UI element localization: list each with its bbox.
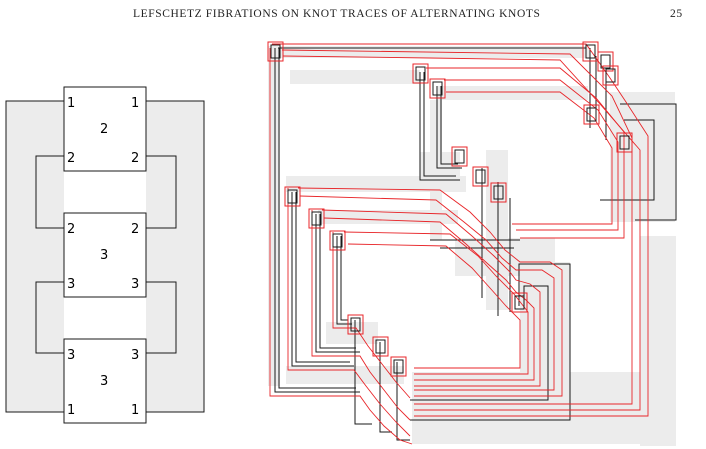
box-2-top-right-label: 2 xyxy=(131,222,139,237)
box-1-bottom-left-label: 2 xyxy=(67,151,75,166)
handle-clasps xyxy=(267,41,633,377)
running-title: LEFSCHETZ FIBRATIONS ON KNOT TRACES OF A… xyxy=(133,8,541,20)
box-1-top-right-label: 1 xyxy=(131,96,139,111)
box-2-bottom-right-label: 3 xyxy=(131,277,139,292)
box-3-bottom-right-label: 1 xyxy=(131,403,139,418)
box-3-bottom-left-label: 1 xyxy=(67,403,75,418)
running-header: LEFSCHETZ FIBRATIONS ON KNOT TRACES OF A… xyxy=(0,8,706,28)
box-1: 1 1 2 2 2 xyxy=(63,86,147,172)
box-3-center-label: 3 xyxy=(100,374,108,389)
box-3-top-left-label: 3 xyxy=(67,348,75,363)
band-outlines xyxy=(5,100,205,413)
box-3-top-right-label: 3 xyxy=(131,348,139,363)
box-3: 3 3 3 1 1 xyxy=(63,338,147,424)
box-2: 2 2 3 3 3 xyxy=(63,212,147,298)
box-2-center-label: 3 xyxy=(100,248,108,263)
black-strands xyxy=(274,47,677,441)
box-1-top-left-label: 1 xyxy=(67,96,75,111)
box-2-top-left-label: 2 xyxy=(67,222,75,237)
box-1-center-label: 2 xyxy=(100,122,108,137)
shaded-bands xyxy=(6,101,204,412)
box-2-bottom-left-label: 3 xyxy=(67,277,75,292)
red-strands xyxy=(269,43,649,445)
page-number: 25 xyxy=(670,8,683,20)
box-1-bottom-right-label: 2 xyxy=(131,151,139,166)
